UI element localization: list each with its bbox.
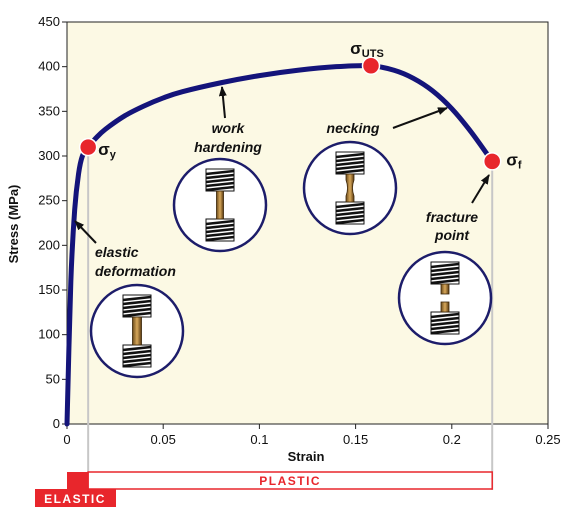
y-tick-label: 350 [38,103,60,118]
specimen-illustrations [89,140,493,379]
specimen-illustration [302,140,398,236]
y-axis-title: Stress (MPa) [6,185,21,264]
x-tick-label: 0.05 [151,432,176,447]
annotation-necking-arrow [392,107,448,129]
specimen-illustration [172,157,268,253]
elastic-region-tag [35,489,116,507]
annotation-work-hardening-arrow [218,86,227,119]
point-sigma-y [78,137,98,157]
point-label-symbol: σ [506,150,518,169]
y-tick-label: 50 [46,371,60,386]
annotation-fracture-point: fracture point [426,174,490,243]
point-label-sigma-uts: σUTS [350,39,384,60]
annotation-necking: necking [327,107,448,136]
x-axis-ticks: 0 0.05 0.1 0.15 0.2 0.25 [63,424,561,447]
plastic-region-label: PLASTIC [259,474,321,488]
annotation-fracture-point-arrow [471,174,490,204]
annotation-elastic-deformation-arrow [74,220,97,244]
y-tick-label: 0 [53,416,60,431]
elastic-region-label: ELASTIC [44,492,106,506]
annotation-fracture-point-line-2: point [434,227,471,243]
stress-strain-curve [64,63,495,427]
point-label-sigma-y: σy [98,140,117,161]
x-axis-title: Strain [288,449,325,464]
y-tick-label: 200 [38,237,60,252]
x-tick-label: 0.25 [535,432,560,447]
y-tick-label: 400 [38,59,60,74]
point-sigma-f [482,152,502,171]
point-label-subscript: f [518,159,522,171]
deformation-regions: PLASTIC ELASTIC [35,471,493,507]
y-tick-label: 450 [38,14,60,29]
annotation-work-hardening-line-1: work [212,120,246,136]
y-tick-label: 300 [38,148,60,163]
annotation-elastic-deformation-line-2: deformation [95,263,176,279]
y-tick-label: 150 [38,282,60,297]
annotation-fracture-point-line-1: fracture [426,209,478,225]
point-label-subscript: y [110,149,117,161]
point-label-sigma-f: σf [506,150,522,171]
point-label-symbol: σ [350,39,362,58]
point-sigma-uts [361,56,381,76]
specimen-illustration [397,250,493,346]
y-tick-label: 100 [38,327,60,342]
x-tick-label: 0.2 [443,432,461,447]
x-tick-label: 0.15 [343,432,368,447]
annotation-work-hardening: work hardening [194,86,262,155]
elastic-region-bar [67,472,89,489]
annotation-work-hardening-line-2: hardening [194,139,262,155]
drop-lines [87,147,494,490]
point-label-subscript: UTS [362,48,384,60]
y-axis-ticks: 0 50 100 150 200 250 300 350 400 450 [38,14,67,431]
y-tick-label: 250 [38,193,60,208]
specimen-illustration [89,283,185,379]
x-tick-label: 0 [63,432,70,447]
x-tick-label: 0.1 [250,432,268,447]
annotation-elastic-deformation: elastic deformation [74,220,176,279]
annotation-necking-line-1: necking [327,120,380,136]
annotation-elastic-deformation-line-1: elastic [95,244,139,260]
point-label-symbol: σ [98,140,110,159]
